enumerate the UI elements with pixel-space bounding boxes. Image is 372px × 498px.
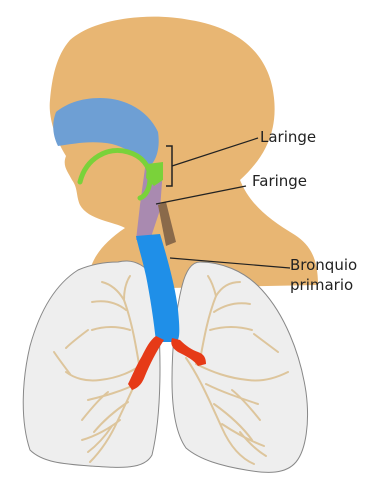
larynx-label: Laringe [260,128,316,146]
pharynx-label: Faringe [252,172,307,190]
bronchus-label-line2: primario [290,276,353,294]
bronchus-label-line1: Bronquio [290,256,357,274]
head-silhouette [50,17,318,290]
